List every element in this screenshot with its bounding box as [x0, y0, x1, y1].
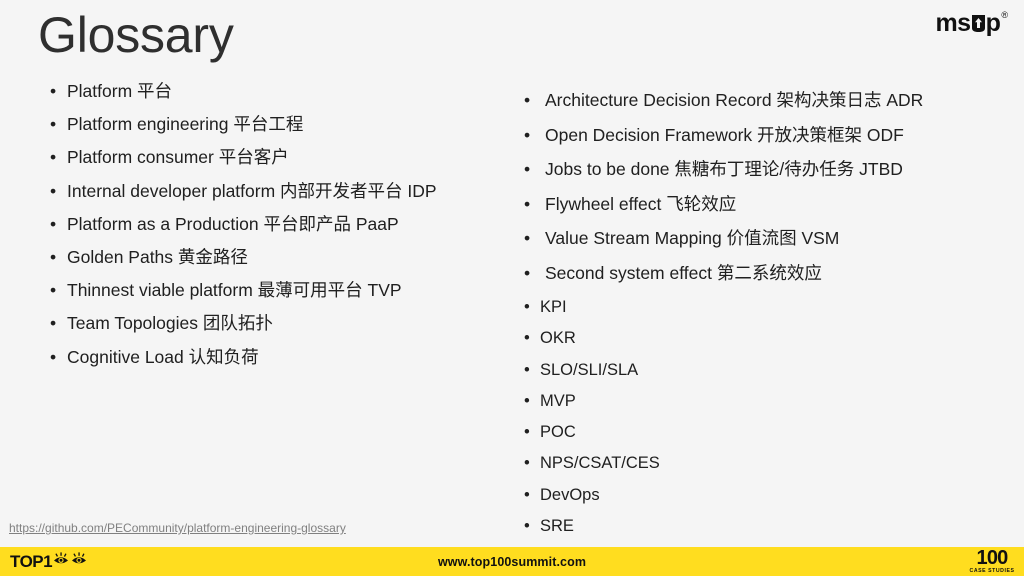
list-item: • Flywheel effect 飞轮效应 [524, 187, 923, 222]
glossary-list-left: • Platform 平台 • Platform engineering 平台工… [50, 75, 437, 374]
list-item: • Open Decision Framework 开放决策框架 ODF [524, 118, 923, 153]
eyes-icon [53, 551, 87, 572]
list-item-label: Thinnest viable platform 最薄可用平台 TVP [67, 280, 402, 301]
msup-wordmark-end: p [985, 9, 1001, 37]
list-item: • Architecture Decision Record 架构决策日志 AD… [524, 83, 923, 118]
msup-wordmark-start: ms [935, 9, 971, 37]
bullet-icon: • [524, 485, 530, 504]
list-item: • KPI [524, 292, 660, 323]
list-item-label: KPI [540, 298, 567, 316]
bullet-icon: • [50, 81, 57, 101]
list-item-label: DevOps [540, 485, 600, 504]
bullet-icon: • [50, 147, 57, 168]
list-item: • Platform as a Production 平台即产品 PaaP [50, 208, 437, 241]
list-item-label: Platform consumer 平台客户 [67, 147, 289, 168]
list-item-label: SRE [540, 517, 574, 536]
list-item: • Internal developer platform 内部开发者平台 ID… [50, 175, 437, 208]
bullet-icon: • [524, 228, 531, 248]
up-arrow-icon [971, 14, 986, 33]
list-item-label: Architecture Decision Record 架构决策日志 ADR [545, 90, 924, 110]
list-item-label: Golden Paths 黄金路径 [67, 246, 248, 267]
list-item-label: Platform 平台 [67, 81, 173, 101]
case-studies-label: CASE STUDIES [969, 568, 1015, 574]
bullet-icon: • [524, 517, 530, 536]
case-studies-logo: 100 CASE STUDIES [969, 547, 1015, 575]
glossary-list-right-concepts: • Architecture Decision Record 架构决策日志 AD… [524, 83, 923, 290]
bullet-icon: • [50, 280, 57, 301]
bullet-icon: • [524, 159, 531, 179]
list-item-label: Team Topologies 团队拓扑 [67, 313, 273, 334]
list-item-label: Flywheel effect 飞轮效应 [545, 193, 737, 214]
registered-mark: ® [1001, 10, 1008, 20]
bullet-icon: • [524, 391, 530, 410]
list-item: • OKR [524, 323, 660, 354]
footer-website-text: www.top100summit.com [437, 554, 587, 569]
list-item: • Cognitive Load 认知负荷 [50, 341, 437, 374]
list-item-label: MVP [540, 391, 576, 410]
list-item: • DevOps [524, 480, 660, 511]
list-item: • Value Stream Mapping 价值流图 VSM [524, 221, 923, 256]
bullet-icon: • [524, 262, 531, 283]
bullet-icon: • [524, 90, 531, 110]
bullet-icon: • [524, 124, 531, 145]
list-item-label: Open Decision Framework 开放决策框架 ODF [545, 124, 904, 145]
list-item: • Platform engineering 平台工程 [50, 108, 437, 141]
bullet-icon: • [50, 246, 57, 267]
list-item: • NPS/CSAT/CES [524, 448, 660, 479]
bullet-icon: • [524, 329, 530, 348]
bullet-icon: • [50, 213, 57, 234]
bullet-icon: • [524, 360, 530, 379]
list-item: • Thinnest viable platform 最薄可用平台 TVP [50, 274, 437, 307]
bullet-icon: • [50, 313, 57, 334]
bullet-icon: • [524, 423, 530, 442]
list-item-label: Jobs to be done 焦糖布丁理论/待办任务 JTBD [545, 159, 903, 179]
list-item-label: POC [540, 423, 576, 442]
list-item-label: Value Stream Mapping 价值流图 VSM [545, 228, 840, 248]
list-item: • MVP [524, 386, 660, 417]
list-item-label: SLO/SLI/SLA [540, 360, 639, 379]
glossary-list-right-acronyms: • KPI • OKR • SLO/SLI/SLA • MVP • POC • … [524, 292, 660, 542]
list-item: • Second system effect 第二系统效应 [524, 256, 923, 291]
list-item-label: Second system effect 第二系统效应 [545, 262, 822, 283]
list-item-label: Platform engineering 平台工程 [67, 114, 304, 135]
case-studies-number: 100 [976, 547, 1009, 569]
list-item: • SRE [524, 511, 660, 542]
list-item: • Golden Paths 黄金路径 [50, 241, 437, 274]
list-item: • Jobs to be done 焦糖布丁理论/待办任务 JTBD [524, 152, 923, 187]
list-item-label: Internal developer platform 内部开发者平台 IDP [67, 180, 437, 201]
bullet-icon: • [50, 114, 57, 135]
top1-label: TOP1 [10, 552, 53, 571]
list-item-label: NPS/CSAT/CES [540, 454, 660, 473]
msup-logo: ms p ® [935, 10, 1008, 36]
msup-wordmark: ms p [935, 10, 1000, 36]
list-item: • Team Topologies 团队拓扑 [50, 307, 437, 340]
source-url-link[interactable]: https://github.com/PECommunity/platform-… [9, 521, 346, 535]
list-item: • POC [524, 417, 660, 448]
top1-logo: TOP1 [10, 547, 87, 576]
list-item-label: Platform as a Production 平台即产品 PaaP [67, 213, 399, 234]
bullet-icon: • [524, 298, 530, 316]
page-title: Glossary [38, 7, 234, 63]
list-item-label: OKR [540, 329, 576, 348]
list-item: • Platform 平台 [50, 75, 437, 108]
bullet-icon: • [50, 180, 57, 201]
list-item-label: Cognitive Load 认知负荷 [67, 346, 259, 367]
bullet-icon: • [50, 346, 57, 367]
bullet-icon: • [524, 193, 531, 214]
bullet-icon: • [524, 454, 530, 473]
list-item: • SLO/SLI/SLA [524, 355, 660, 386]
list-item: • Platform consumer 平台客户 [50, 141, 437, 174]
footer-bar: TOP1 [0, 547, 1024, 576]
